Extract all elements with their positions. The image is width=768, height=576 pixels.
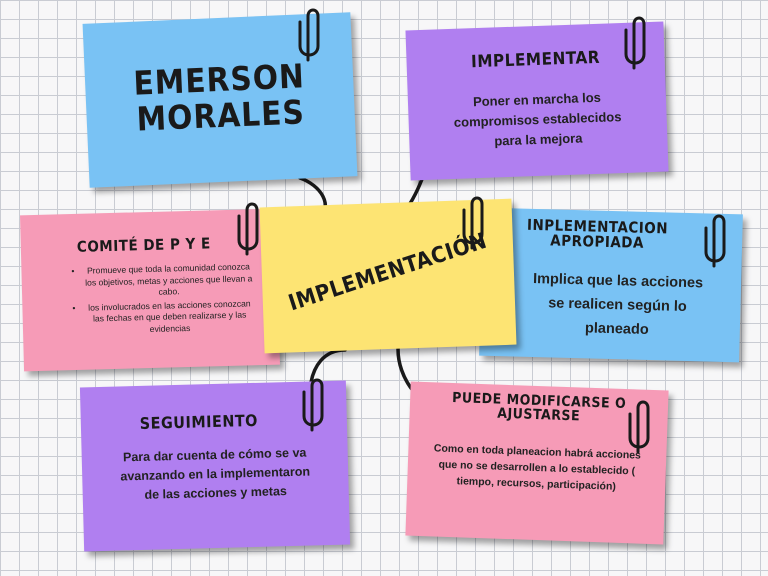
paperclip-icon	[237, 202, 259, 256]
modificarse-body: Como en toda planeacion habrá acciones q…	[433, 442, 642, 493]
paperclip-icon	[624, 16, 646, 70]
paperclip-icon	[704, 214, 726, 268]
paperclip-icon	[462, 196, 484, 250]
paperclip-icon	[628, 400, 650, 454]
seguimiento-title: SEGUIMIENTO	[139, 410, 259, 433]
comite-bullet-list: Promueve que toda la comunidad conozca l…	[69, 261, 255, 339]
comite-bullet-2: los involucrados en las acciones conozca…	[84, 298, 255, 337]
seguimiento-body: Para dar cuenta de cómo se va avanzando …	[120, 445, 311, 502]
implementar-body: Poner en marcha los compromisos establec…	[453, 89, 622, 149]
apropiada-body: Implica que las acciones se realicen seg…	[532, 270, 704, 338]
comite-bullet-1: Promueve que toda la comunidad conozca l…	[83, 261, 254, 300]
paperclip-icon	[298, 8, 320, 62]
paperclip-icon	[302, 378, 324, 432]
